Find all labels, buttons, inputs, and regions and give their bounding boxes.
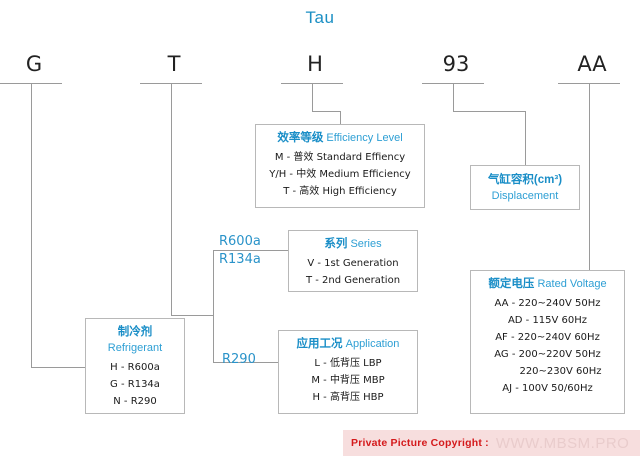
application-header: 应用工况 Application	[287, 337, 409, 352]
refrigerant-box: 制冷剂 Refrigerant H - R600a G - R134a N - …	[85, 318, 185, 414]
efficiency-header-cn: 效率等级	[277, 132, 324, 144]
series-box: 系列 Series V - 1st Generation T - 2nd Gen…	[288, 230, 418, 292]
series-header: 系列 Series	[297, 237, 409, 252]
connector-h-drop	[340, 111, 341, 125]
page-title: Tau	[305, 8, 335, 27]
voltage-header-cn: 额定电压	[488, 278, 535, 290]
series-header-en: Series	[350, 238, 382, 250]
connector-t-vertical	[171, 83, 172, 315]
efficiency-level-box: 效率等级 Efficiency Level M - 普效 Standard Ef…	[255, 124, 425, 208]
efficiency-row-t: T - 高效 High Efficiency	[283, 186, 397, 197]
displacement-header: 气缸容积(cm³)	[479, 173, 571, 188]
application-row-m: M - 中背压 MBP	[311, 375, 385, 386]
code-g: G	[25, 52, 43, 76]
code-93: 93	[442, 52, 470, 76]
tag-r134a: R134a	[219, 252, 261, 267]
application-header-en: Application	[345, 338, 400, 350]
refrigerant-header-cn: 制冷剂	[117, 326, 153, 338]
efficiency-header: 效率等级 Efficiency Level	[264, 131, 416, 146]
voltage-row-af: AF - 220~240V 60Hz	[495, 332, 600, 343]
code-t: T	[167, 52, 181, 76]
displacement-header-en: Displacement	[491, 190, 559, 202]
voltage-row-aa: AA - 220~240V 50Hz	[494, 298, 601, 309]
voltage-header: 额定电压 Rated Voltage	[479, 277, 616, 292]
efficiency-row-yh: Y/H - 中效 Medium Efficiency	[269, 169, 411, 180]
connector-t-up	[213, 250, 214, 315]
tag-r290: R290	[222, 352, 256, 367]
connector-application-horizontal	[213, 362, 278, 363]
footer-watermark: Private Picture Copyright : WWW.MBSM.PRO	[343, 430, 640, 456]
voltage-row-ad: AD - 115V 60Hz	[507, 315, 588, 326]
refrigerant-header-en: Refrigerant	[107, 342, 163, 354]
connector-h-vertical	[312, 83, 313, 111]
voltage-row-ag: AG - 200~220V 50Hz	[494, 349, 601, 360]
refrigerant-row-g: G - R134a	[110, 379, 160, 390]
connector-aa-vertical	[589, 83, 590, 270]
code-aa: AA	[577, 52, 607, 76]
application-header-cn: 应用工况	[296, 338, 343, 350]
displacement-box: 气缸容积(cm³) Displacement	[470, 165, 580, 210]
connector-series-horizontal	[213, 250, 288, 251]
watermark-url: WWW.MBSM.PRO	[495, 434, 630, 452]
voltage-row-ag-alt: 220~230V 60Hz	[519, 366, 602, 377]
voltage-header-en: Rated Voltage	[537, 278, 607, 290]
connector-g-vertical	[31, 83, 32, 367]
voltage-row-aj: AJ - 100V 50/60Hz	[502, 383, 593, 394]
displacement-header-cn: 气缸容积(cm³)	[487, 174, 563, 186]
connector-93-jog	[453, 111, 525, 112]
connector-93-vertical	[453, 83, 454, 111]
refrigerant-row-n: N - R290	[113, 396, 157, 407]
application-row-l: L - 低背压 LBP	[314, 358, 382, 369]
efficiency-row-m: M - 普效 Standard Effiency	[274, 152, 406, 163]
refrigerant-row-h: H - R600a	[110, 362, 160, 373]
refrigerant-header: 制冷剂 Refrigerant	[94, 325, 176, 356]
series-row-t: T - 2nd Generation	[305, 275, 401, 286]
rated-voltage-box: 额定电压 Rated Voltage AA - 220~240V 50Hz AD…	[470, 270, 625, 414]
series-header-cn: 系列	[324, 238, 348, 250]
application-row-h: H - 高背压 HBP	[312, 392, 384, 403]
tag-r600a: R600a	[219, 234, 261, 249]
connector-g-horizontal	[31, 367, 85, 368]
application-box: 应用工况 Application L - 低背压 LBP M - 中背压 MBP…	[278, 330, 418, 414]
connector-h-jog	[312, 111, 340, 112]
efficiency-header-en: Efficiency Level	[326, 132, 403, 144]
connector-t-down	[213, 315, 214, 362]
connector-93-drop	[525, 111, 526, 166]
code-h: H	[307, 52, 323, 76]
series-row-v: V - 1st Generation	[307, 258, 399, 269]
connector-t-horizontal	[171, 315, 214, 316]
copyright-text: Private Picture Copyright :	[351, 437, 489, 449]
